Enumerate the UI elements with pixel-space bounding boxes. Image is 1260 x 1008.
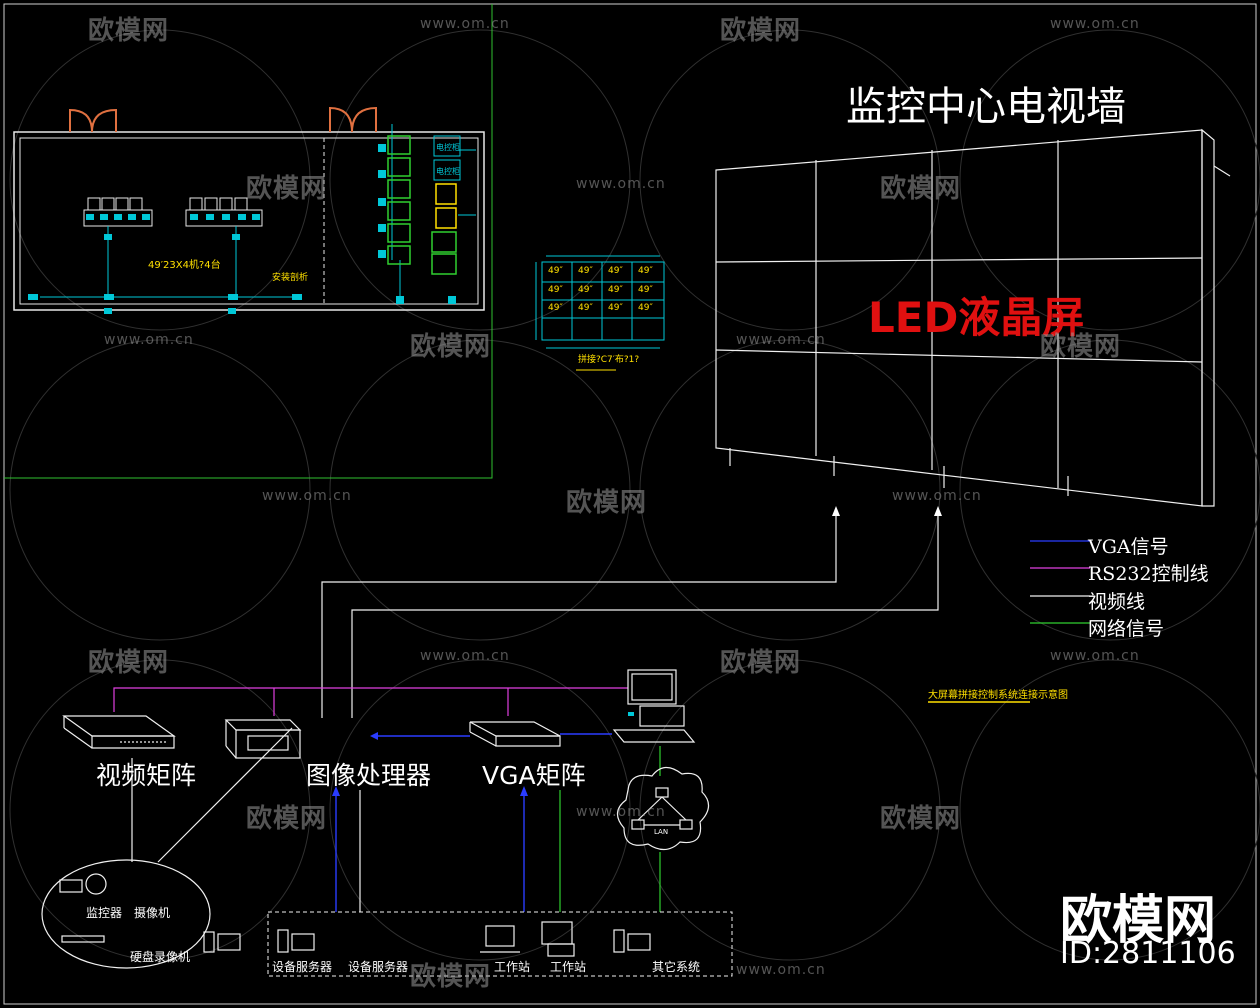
watermark-url: www.om.cn <box>104 332 194 348</box>
watermark-url: www.om.cn <box>1050 16 1140 32</box>
grid-cell: 49″ <box>548 303 563 313</box>
grid-cell: 49″ <box>548 266 563 276</box>
floorplan-dimension: 49′23X4机?4台 <box>148 260 221 271</box>
bottom-device-icons <box>277 921 651 957</box>
grid-cell: 49″ <box>578 285 593 295</box>
watermark-url: www.om.cn <box>576 176 666 192</box>
legend-vga: VGA信号 <box>1088 536 1169 558</box>
legend-video: 视频线 <box>1088 591 1146 613</box>
grid-cell: 49″ <box>608 285 623 295</box>
floorplan-note: 安装剖析 <box>272 273 309 283</box>
brand-id: ID:2811106 <box>1060 936 1236 971</box>
image-processor-label: 图像处理器 <box>306 761 432 790</box>
lan-cloud <box>616 766 710 851</box>
watermark-url: www.om.cn <box>892 488 982 504</box>
grid-cell: 49″ <box>638 266 653 276</box>
watermark-brand: 欧模网 <box>246 174 328 204</box>
watermark-url: www.om.cn <box>1050 648 1140 664</box>
grid-cell: 49″ <box>578 303 593 313</box>
rs232-lines <box>113 687 628 716</box>
screen-layout-grid <box>535 255 665 371</box>
floor-plan <box>13 106 485 314</box>
screen-grid-caption: 拼接?C7′布?1? <box>578 355 640 365</box>
watermark-brand: 欧模网 <box>880 174 962 204</box>
brand-logo: 欧模网 <box>1060 891 1217 951</box>
bottom-device-1: 设备服务器 <box>272 960 333 974</box>
bottom-device-2: 设备服务器 <box>348 960 409 974</box>
watermark-url: www.om.cn <box>576 804 666 820</box>
watermark-url: www.om.cn <box>736 962 826 978</box>
grid-cell: 49″ <box>608 266 623 276</box>
watermark-brand: 欧模网 <box>566 488 648 518</box>
grid-cell: 49″ <box>578 266 593 276</box>
bottom-device-3: 工作站 <box>494 960 531 974</box>
video-matrix-label: 视频矩阵 <box>96 761 197 790</box>
bottom-device-box <box>267 911 733 977</box>
grid-cell: 49″ <box>638 303 653 313</box>
watermark-url: www.om.cn <box>420 16 510 32</box>
vga-matrix-label: VGA矩阵 <box>482 761 586 790</box>
floorplan-frame <box>4 4 493 479</box>
watermark-brand: 欧模网 <box>1040 332 1122 362</box>
vga-matrix-device <box>469 721 561 747</box>
panel-label-2: 电控柜 <box>436 167 460 176</box>
lan-label: LAN <box>654 828 669 836</box>
led-screen-label: LED液晶屏 <box>868 293 1085 342</box>
workstation-pc <box>612 669 696 743</box>
legend-rs232: RS232控制线 <box>1088 563 1209 585</box>
watermark-brand: 欧模网 <box>246 804 328 834</box>
panel-label-1: 电控柜 <box>436 143 460 152</box>
watermark-url: www.om.cn <box>420 648 510 664</box>
bottom-device-4: 工作站 <box>550 960 587 974</box>
led-video-wall <box>715 128 1231 507</box>
watermark-brand: 欧模网 <box>720 648 802 678</box>
grid-cell: 49″ <box>608 303 623 313</box>
legend-network: 网络信号 <box>1088 618 1165 640</box>
processor-chassis <box>224 719 302 759</box>
watermark-brand: 欧模网 <box>410 962 492 992</box>
diagram-caption: 大屏幕拼接控制系统连接示意图 <box>928 690 1068 701</box>
watermark-url: www.om.cn <box>262 488 352 504</box>
legend-lines <box>1030 540 1090 624</box>
grid-cell: 49″ <box>548 285 563 295</box>
watermark-brand: 欧模网 <box>410 332 492 362</box>
outer-frame <box>3 3 1257 1005</box>
watermark-url: www.om.cn <box>736 332 826 348</box>
network-lines <box>559 746 661 912</box>
grid-cell: 49″ <box>638 285 653 295</box>
camera-label: 摄像机 <box>134 906 171 920</box>
watermark-brand: 欧模网 <box>720 16 802 46</box>
video-matrix-device <box>62 715 176 749</box>
page-title: 监控中心电视墙 <box>846 84 1126 130</box>
watermark-circles <box>9 29 1260 961</box>
watermark-brand: 欧模网 <box>880 804 962 834</box>
video-lines <box>131 514 939 912</box>
bottom-device-5: 其它系统 <box>652 960 701 974</box>
dvr-label: 硬盘录像机 <box>130 950 191 964</box>
monitor-label: 监控器 <box>86 906 123 920</box>
monitoring-group <box>41 859 241 969</box>
watermark-brand: 欧模网 <box>88 16 170 46</box>
vga-lines <box>335 733 612 912</box>
watermark-brand: 欧模网 <box>88 648 170 678</box>
